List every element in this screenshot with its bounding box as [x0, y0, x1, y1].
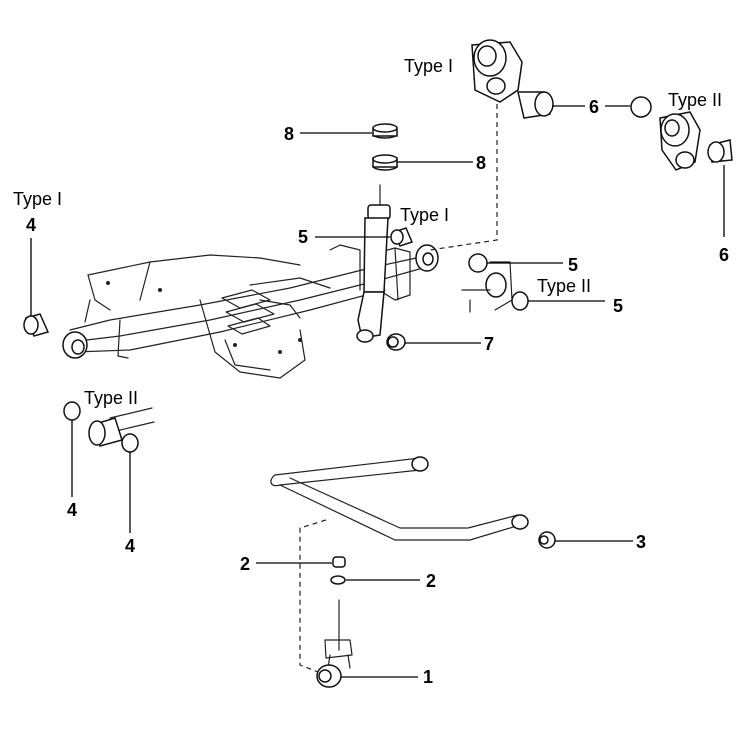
bushing-2-upper	[332, 556, 346, 568]
ref-line-shackle	[429, 95, 498, 251]
bushing-7	[386, 333, 406, 351]
bushing-8-lower	[372, 154, 398, 171]
part-number-8-upper: 8	[284, 124, 294, 144]
part-number-1: 1	[423, 667, 433, 687]
part-number-2-upper: 2	[240, 554, 250, 574]
part-number-5-type-2: 5	[613, 296, 623, 316]
shackle-type-2-detail	[461, 253, 529, 313]
bushing-2-lower	[330, 575, 346, 585]
part-number-5-shock: 5	[298, 227, 308, 247]
part-number-6-top: 6	[589, 97, 599, 117]
type-label-left-1: Type I	[13, 189, 62, 209]
bushing-4-type-2-assembly	[63, 401, 155, 453]
frame-and-leaf-spring	[62, 244, 439, 379]
type-label-shackle-1: Type I	[404, 56, 453, 76]
part-number-3: 3	[636, 532, 646, 552]
part-number-8-lower: 8	[476, 153, 486, 173]
bushing-5-type-1	[390, 227, 414, 247]
bushing-3	[538, 531, 556, 549]
bushing-6-type-2	[630, 96, 733, 171]
bushing-1	[316, 664, 342, 688]
shackle-type-1	[471, 39, 554, 119]
bushing-8-upper	[372, 123, 398, 139]
part-number-4-type-1: 4	[26, 215, 36, 235]
shock-absorber	[356, 184, 391, 343]
type-label-shackle-2: Type II	[668, 90, 722, 110]
type-label-shock-2: Type II	[537, 276, 591, 296]
ref-line-stabilizer	[299, 519, 327, 673]
part-number-5-upper-right: 5	[568, 255, 578, 275]
part-number-7: 7	[484, 334, 494, 354]
part-number-4-type-2: 4	[125, 536, 135, 556]
stabilizer-bar	[270, 456, 529, 541]
stabilizer-link	[324, 599, 353, 669]
part-number-6-right: 6	[719, 245, 729, 265]
part-number-2-lower: 2	[426, 571, 436, 591]
type-label-left-2: Type II	[84, 388, 138, 408]
type-label-shock-1: Type I	[400, 205, 449, 225]
part-number-4-lower-left: 4	[67, 500, 77, 520]
bushing-4-type-1	[23, 313, 50, 337]
leader-lines	[30, 105, 725, 678]
